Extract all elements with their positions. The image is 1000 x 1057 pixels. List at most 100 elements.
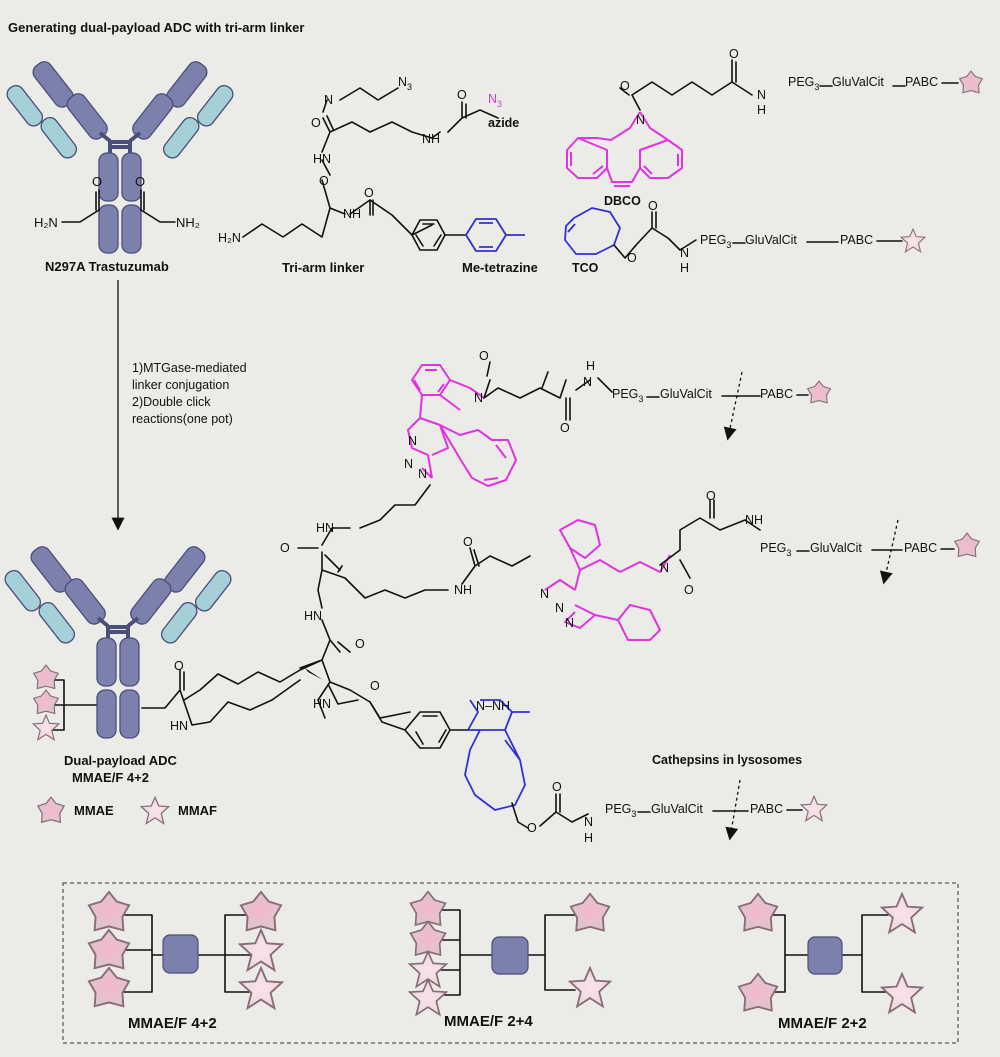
formats-box bbox=[62, 882, 959, 1044]
antibody-product bbox=[0, 541, 237, 740]
format-4-2 bbox=[87, 890, 284, 1010]
atom-nh-4: NH bbox=[343, 207, 361, 221]
tri-arm-linker-structure bbox=[242, 87, 499, 251]
atom-nh-1: N bbox=[324, 93, 333, 107]
step-line-3: 2)Double click bbox=[132, 395, 211, 409]
dbco-pabc: PABC bbox=[905, 75, 938, 89]
atom-o-c4: O bbox=[370, 679, 380, 693]
atom-n-l3: N bbox=[565, 616, 574, 630]
trilinker-label: Tri-arm linker bbox=[282, 260, 364, 275]
format-label-2: MMAE/F 2+4 bbox=[444, 1013, 533, 1030]
atom-n-l4: N bbox=[660, 561, 669, 575]
dbco-structure bbox=[566, 59, 753, 187]
atom-nh2: NH₂ bbox=[176, 215, 200, 230]
legend-mmaf-icon bbox=[140, 796, 170, 825]
cleavage-arrow-3 bbox=[725, 779, 741, 841]
atom-nh-dbco: N bbox=[757, 88, 766, 102]
antibody-top bbox=[1, 56, 239, 255]
n3-top: N3 bbox=[398, 75, 412, 92]
format-2-2 bbox=[737, 892, 924, 1014]
payload-star-dbco bbox=[959, 70, 983, 94]
atom-o-dbco-2: O bbox=[729, 47, 739, 61]
n3-azide: N3 bbox=[488, 92, 502, 109]
atom-o-dbco: O bbox=[620, 79, 630, 93]
atom-o-py1: O bbox=[527, 821, 537, 835]
atom-o-l2: O bbox=[706, 489, 716, 503]
product-upper-triazole-arm bbox=[407, 361, 613, 487]
dbco-peg: PEG3 bbox=[788, 75, 819, 92]
atom-o-c2: O bbox=[463, 535, 473, 549]
payload-star-p2 bbox=[954, 532, 980, 558]
atom-o-c3: O bbox=[355, 637, 365, 651]
product-label-2: MMAE/F 4+2 bbox=[72, 770, 149, 785]
atom-o-left: O bbox=[92, 174, 102, 189]
payload-star-ab-2 bbox=[33, 689, 59, 715]
p1-peg: PEG3 bbox=[612, 387, 643, 404]
tco-peg: PEG3 bbox=[700, 233, 731, 250]
atom-nh-2: HN bbox=[313, 152, 331, 166]
legend-mmaf: MMAF bbox=[178, 803, 217, 818]
atom-h2n-linker: H₂N bbox=[218, 231, 241, 245]
step-line-4: reactions(one pot) bbox=[132, 412, 233, 426]
atom-o-right: O bbox=[135, 174, 145, 189]
payload-star-ab-3 bbox=[32, 714, 60, 741]
tetrazine-label: Me-tetrazine bbox=[462, 260, 538, 275]
atom-n-l2: N bbox=[555, 601, 564, 615]
p2-gvc: GluValCit bbox=[810, 541, 862, 555]
p1-gvc: GluValCit bbox=[660, 387, 712, 401]
triazole-n3: N bbox=[418, 467, 427, 481]
atom-o-p1: O bbox=[479, 349, 489, 363]
dbco-label: DBCO bbox=[604, 194, 641, 208]
atom-o-l1: O bbox=[684, 583, 694, 597]
atom-o-tco: O bbox=[627, 251, 637, 265]
product-core-linker bbox=[183, 484, 531, 719]
atom-n-p1: N bbox=[474, 391, 483, 405]
p2-peg: PEG3 bbox=[760, 541, 791, 558]
diagram-title: Generating dual-payload ADC with tri-arm… bbox=[8, 20, 304, 35]
triazole-n1: N bbox=[408, 434, 417, 448]
atom-nh-c2: NH bbox=[454, 583, 472, 597]
format-label-3: MMAE/F 2+2 bbox=[778, 1015, 867, 1032]
pyridazine-nnh: N–NH bbox=[476, 699, 510, 713]
atom-nh-c3: HN bbox=[304, 609, 322, 623]
dbco-gvc: GluValCit bbox=[832, 75, 884, 89]
atom-h-py: H bbox=[584, 831, 593, 845]
product-pyridazine-arm bbox=[369, 699, 589, 829]
atom-o-2: O bbox=[319, 174, 329, 188]
step-line-1: 1)MTGase-mediated bbox=[132, 361, 247, 375]
product-label-1: Dual-payload ADC bbox=[64, 753, 178, 768]
step-line-2: linker conjugation bbox=[132, 378, 229, 392]
cleavage-arrow-1 bbox=[723, 371, 743, 441]
atom-h-tco: H bbox=[680, 261, 689, 275]
atom-nh-3: NH bbox=[422, 132, 440, 146]
p2-pabc: PABC bbox=[904, 541, 937, 555]
atom-n-l1: N bbox=[540, 587, 549, 601]
cathepsin-label: Cathepsins in lysosomes bbox=[652, 753, 802, 767]
atom-n-py: N bbox=[584, 815, 593, 829]
atom-n-tco: N bbox=[680, 246, 689, 260]
atom-nh-c4: HN bbox=[313, 697, 331, 711]
atom-o-tco-2: O bbox=[648, 199, 658, 213]
atom-o-c1: O bbox=[280, 541, 290, 555]
atom-n-p2: N bbox=[583, 375, 592, 389]
atom-o-3: O bbox=[457, 88, 467, 102]
payload-star-ab-1 bbox=[33, 664, 59, 690]
payload-star-p1 bbox=[807, 380, 831, 404]
format-2-4 bbox=[408, 890, 612, 1016]
p3-peg: PEG3 bbox=[605, 802, 636, 819]
atom-n-dbco: N bbox=[636, 113, 645, 127]
atom-o-c5: O bbox=[174, 659, 184, 673]
atom-hn-c5: HN bbox=[170, 719, 188, 733]
p3-pabc: PABC bbox=[750, 802, 783, 816]
tco-structure bbox=[564, 207, 697, 259]
antibody-name: N297A Trastuzumab bbox=[45, 259, 169, 274]
atom-o-4: O bbox=[364, 186, 374, 200]
legend-mmae: MMAE bbox=[74, 803, 114, 818]
azide-label: azide bbox=[488, 116, 519, 130]
atom-nh-c1: HN bbox=[316, 521, 334, 535]
tco-label: TCO bbox=[572, 261, 599, 275]
tco-pabc: PABC bbox=[840, 233, 873, 247]
legend-mmae-icon bbox=[37, 796, 65, 823]
tetrazine-ring bbox=[465, 218, 525, 252]
